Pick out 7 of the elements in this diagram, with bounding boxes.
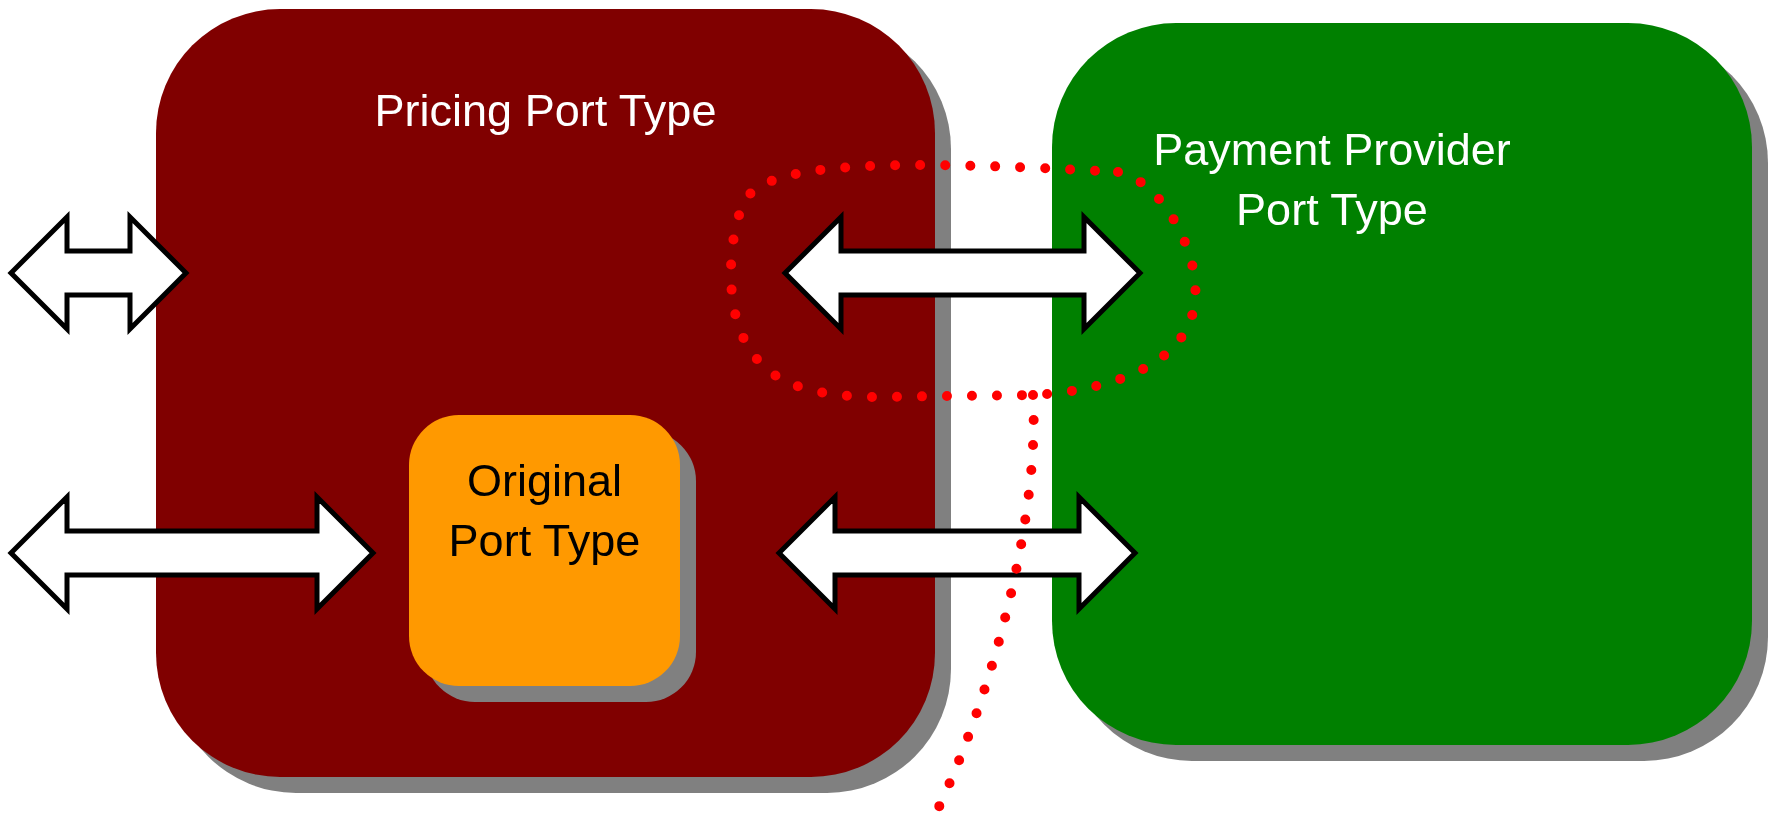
double-block-arrow xyxy=(775,490,1139,616)
double-block-arrow xyxy=(781,210,1144,336)
double-block-arrow xyxy=(7,490,377,616)
port-title: Payment Provider Port Type xyxy=(1152,123,1512,237)
port-title: Original Port Type xyxy=(447,454,642,568)
double-block-arrow xyxy=(7,210,190,336)
port-title: Pricing Port Type xyxy=(373,84,718,138)
